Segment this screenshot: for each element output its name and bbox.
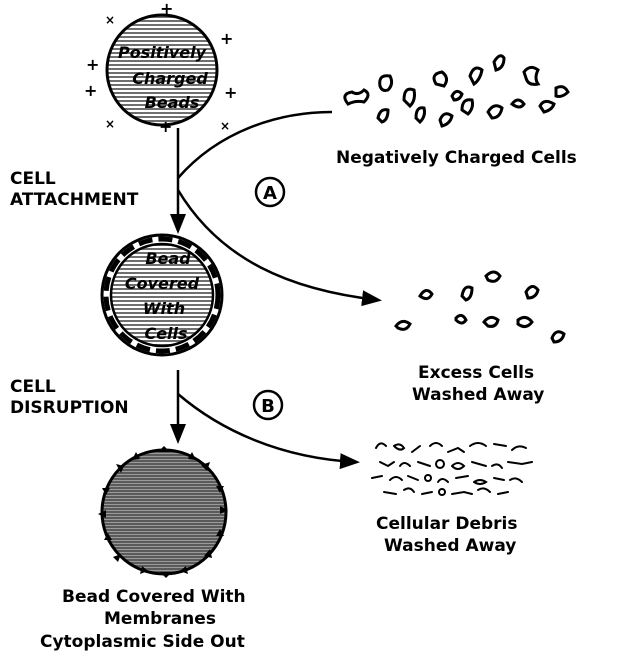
caption-final-3: Cytoplasmic Side Out — [40, 632, 245, 652]
plus-sign: + — [224, 83, 237, 102]
bead-label-line3: Beads — [145, 93, 200, 112]
bead-with-membranes — [98, 446, 228, 578]
plus-sign: × — [105, 117, 115, 131]
bead-label-line1: Positively — [118, 43, 207, 62]
cellular-debris — [372, 443, 532, 495]
caption-final-2: Membranes — [104, 609, 216, 629]
bead-label-line2: Charged — [132, 69, 208, 88]
bead-covered-line4: Cells — [144, 324, 187, 343]
marker-a: A — [256, 178, 284, 206]
step-label-disruption-1: CELL — [10, 377, 56, 397]
marker-b-letter: B — [261, 396, 275, 417]
plus-sign: + — [220, 29, 233, 48]
plus-sign: × — [220, 119, 230, 133]
plus-sign: + — [86, 55, 99, 74]
positively-charged-bead: Positively Charged Beads — [107, 15, 217, 125]
caption-negatively-charged-cells: Negatively Charged Cells — [336, 148, 577, 168]
bead-covered-line3: With — [143, 299, 185, 318]
step-label-disruption-2: DISRUPTION — [10, 398, 129, 418]
marker-a-letter: A — [263, 183, 277, 204]
caption-excess-1: Excess Cells — [418, 363, 534, 383]
caption-debris-1: Cellular Debris — [376, 514, 518, 534]
bead-covered-line1: Bead — [145, 249, 191, 268]
step-label-attachment-1: CELL — [10, 169, 56, 189]
plus-sign: + — [84, 81, 97, 100]
bead-covered-with-cells: Bead Covered With Cells — [102, 235, 222, 355]
plus-sign: × — [105, 13, 115, 27]
caption-debris-2: Washed Away — [384, 536, 516, 556]
bead-covered-line2: Covered — [125, 274, 200, 293]
plus-sign: + — [160, 0, 173, 18]
arrow-curve-to-cells — [178, 112, 332, 178]
marker-b: B — [254, 391, 282, 419]
step-label-attachment-2: ATTACHMENT — [10, 190, 139, 210]
caption-excess-2: Washed Away — [412, 385, 544, 405]
plus-sign: + — [159, 117, 172, 136]
excess-cells — [396, 272, 564, 342]
negatively-charged-cells — [345, 56, 568, 126]
caption-final-1: Bead Covered With — [62, 587, 246, 607]
